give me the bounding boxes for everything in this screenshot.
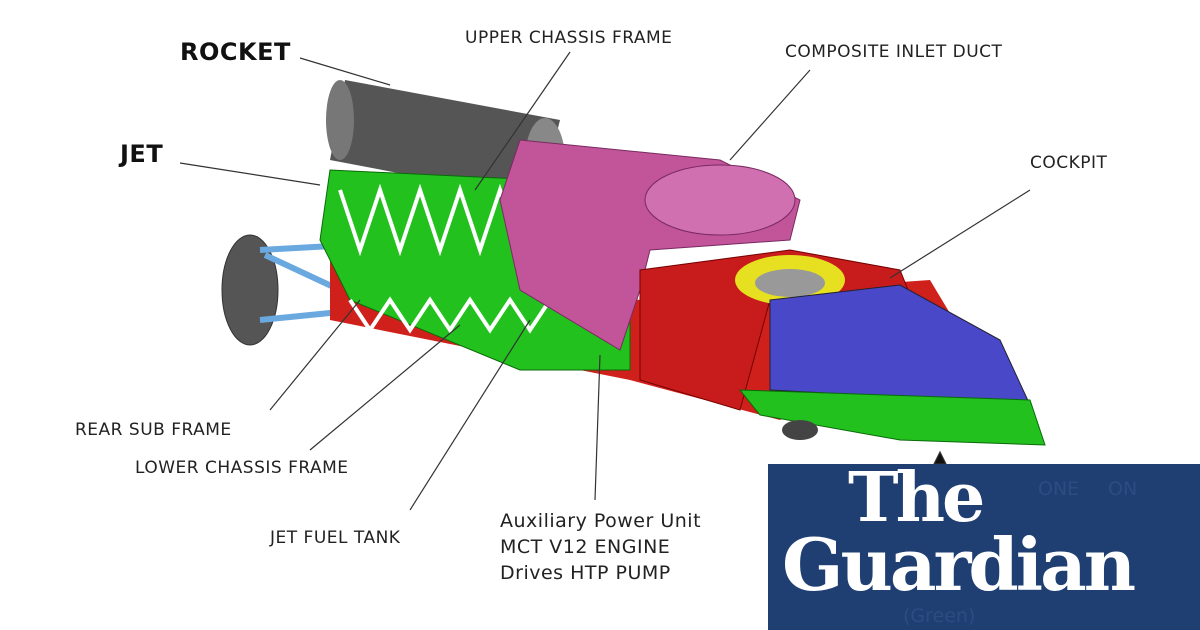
hidden-label-3: (Green): [903, 605, 976, 627]
label-upper-chassis: UPPER CHASSIS FRAME: [465, 28, 673, 48]
label-jet-fuel-tank: JET FUEL TANK: [270, 528, 401, 548]
label-apu: Auxiliary Power Unit MCT V12 ENGINE Driv…: [500, 508, 701, 586]
nose-lower: [738, 389, 1046, 446]
label-lower-chassis: LOWER CHASSIS FRAME: [135, 458, 349, 478]
inlet-duct: [499, 139, 801, 351]
label-rear-sub-frame: REAR SUB FRAME: [75, 420, 232, 440]
apu-line-3: Drives HTP PUMP: [500, 562, 671, 584]
hidden-label-2: ON: [1108, 478, 1138, 500]
apu-line-1: Auxiliary Power Unit: [500, 510, 702, 532]
apu-line-2: MCT V12 ENGINE: [500, 536, 671, 558]
label-inlet-duct: COMPOSITE INLET DUCT: [785, 42, 1003, 62]
label-rocket: ROCKET: [180, 38, 291, 66]
label-cockpit: COCKPIT: [1030, 153, 1108, 173]
guardian-logo: The Guardian ONE ON (Green): [768, 464, 1200, 630]
front-wheel: [782, 420, 818, 440]
logo-the: The: [848, 458, 985, 538]
nose-cone: [769, 284, 1031, 406]
hidden-label-1: ONE: [1038, 478, 1080, 500]
label-jet: JET: [120, 140, 164, 168]
logo-guardian: Guardian: [782, 522, 1136, 607]
